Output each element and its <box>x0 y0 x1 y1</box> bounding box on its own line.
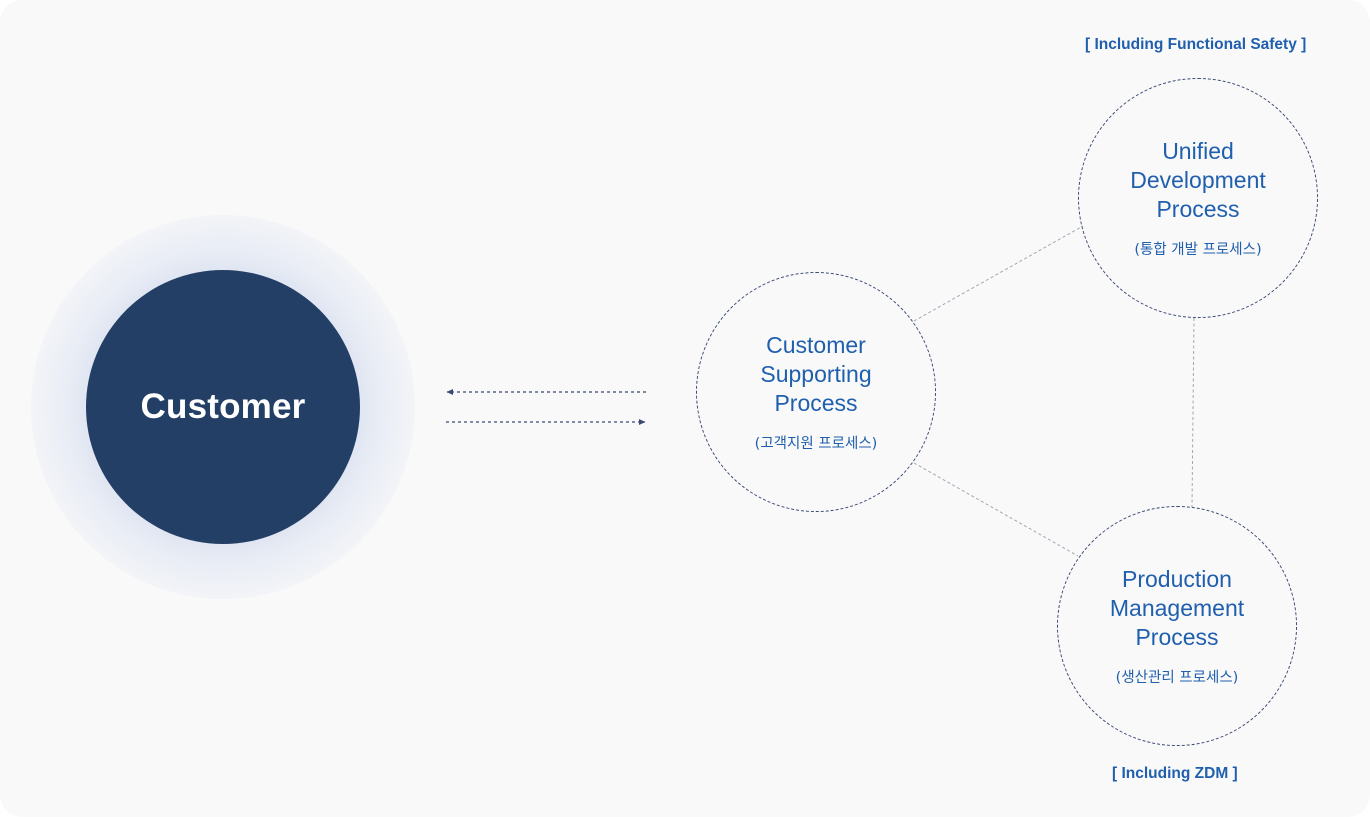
customer-supporting-process-node: Customer Supporting Process (고객지원 프로세스) <box>696 272 936 512</box>
unified-development-subtitle: (통합 개발 프로세스) <box>1134 242 1262 258</box>
zdm-tag: [ Including ZDM ] <box>1112 765 1238 782</box>
production-management-process-node: Production Management Process (생산관리 프로세스… <box>1057 506 1297 746</box>
unified-development-title: Unified Development Process <box>1130 138 1266 222</box>
functional-safety-tag: [ Including Functional Safety ] <box>1085 36 1307 53</box>
connector-csp-udp <box>913 225 1084 322</box>
customer-supporting-subtitle: (고객지원 프로세스) <box>754 436 878 452</box>
production-management-subtitle: (생산관리 프로세스) <box>1115 670 1239 686</box>
connector-csp-pmp <box>913 462 1079 557</box>
customer-node: Customer <box>86 270 360 544</box>
production-management-title: Production Management Process <box>1109 566 1245 650</box>
unified-development-process-node: Unified Development Process (통합 개발 프로세스) <box>1078 78 1318 318</box>
connector-udp-pmp <box>1191 317 1195 508</box>
customer-label: Customer <box>140 387 306 426</box>
customer-supporting-title: Customer Supporting Process <box>760 332 872 416</box>
